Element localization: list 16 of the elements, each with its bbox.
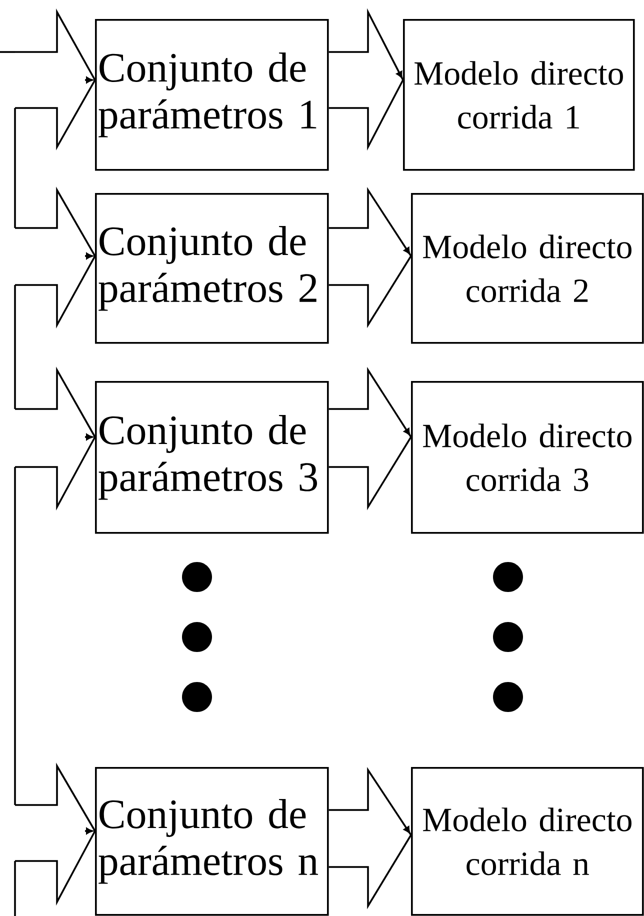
model-run-box: Modelo directo corrida n bbox=[411, 767, 644, 916]
hollow-arrow bbox=[14, 762, 96, 906]
hollow-arrow bbox=[328, 366, 412, 510]
hollow-arrow bbox=[328, 186, 412, 328]
hollow-arrow bbox=[328, 8, 404, 151]
hollow-arrow bbox=[328, 767, 412, 910]
hollow-arrow bbox=[14, 366, 96, 511]
hollow-arrow bbox=[14, 8, 96, 150]
parameter-set-box: Conjunto de parámetros 3 bbox=[95, 381, 329, 534]
model-run-box: Modelo directo corrida 1 bbox=[403, 19, 635, 171]
model-run-box: Modelo directo corrida 2 bbox=[411, 193, 644, 344]
model-run-box: Modelo directo corrida 3 bbox=[411, 381, 644, 534]
parameter-set-box: Conjunto de parámetros 1 bbox=[95, 19, 329, 171]
hollow-arrow bbox=[14, 186, 96, 328]
parameter-set-box: Conjunto de parámetros 2 bbox=[95, 193, 329, 344]
parameter-set-box: Conjunto de parámetros n bbox=[95, 767, 329, 916]
